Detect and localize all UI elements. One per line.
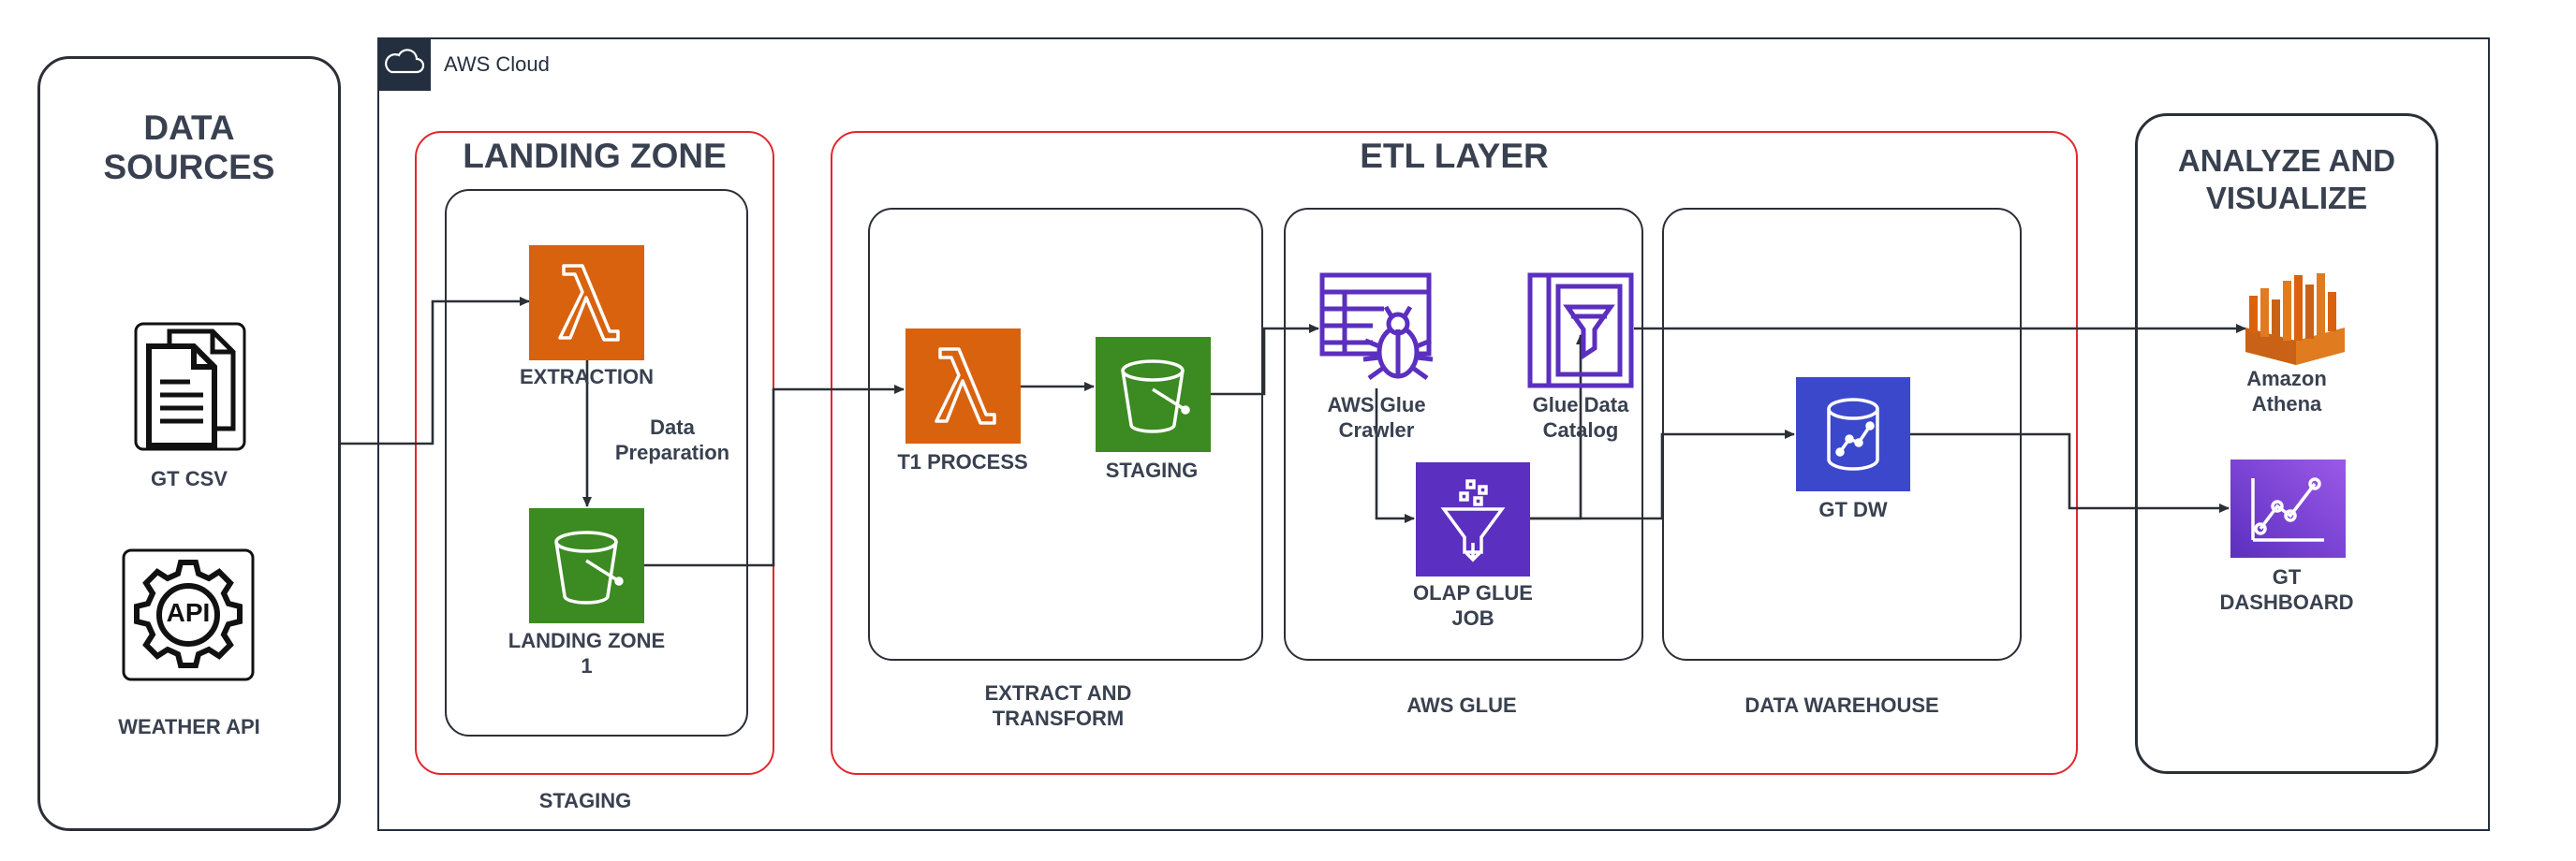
csv-file-icon [132, 320, 248, 458]
olap-glue-job-icon [1416, 462, 1530, 581]
aws-glue-box [1284, 208, 1643, 661]
gt-dashboard-icon [2230, 460, 2346, 562]
analyze-visualize-title: ANALYZE AND VISUALIZE [2135, 142, 2438, 217]
dw-to-dashboard-line [1909, 432, 2230, 513]
extract-transform-footer-line1: EXTRACT AND [984, 681, 1132, 705]
api-gear-icon [120, 547, 257, 688]
glue-crawler-line2: Crawler [1338, 418, 1415, 442]
gt-dashboard-line2: DASHBOARD [2219, 591, 2354, 614]
staging-to-crawler-line [1210, 324, 1319, 396]
gt-dashboard-line1: GT [2272, 565, 2302, 589]
gt-dashboard-label: GT DASHBOARD [2193, 564, 2380, 615]
amazon-athena-label: Amazon Athena [2193, 366, 2380, 416]
olap-glue-job-label: OLAP GLUE JOB [1389, 580, 1557, 631]
extract-transform-box [868, 208, 1263, 661]
landing-zone-title: LANDING ZONE [463, 137, 727, 175]
data-sources-title-line2: SOURCES [103, 148, 275, 186]
landing-zone-inner-box [445, 189, 748, 737]
aws-cloud-boundary [377, 37, 2490, 831]
extract-transform-footer: EXTRACT AND TRANSFORM [936, 680, 1180, 731]
glue-data-catalog-label: Glue Data Catalog [1496, 392, 1665, 443]
gt-dw-icon [1796, 377, 1910, 496]
etl-layer-group [831, 131, 2078, 775]
aws-glue-footer: AWS GLUE [1406, 693, 1517, 717]
glue-crawler-label: AWS Glue Crawler [1292, 392, 1461, 443]
api-badge-text: API [166, 598, 211, 627]
landing-staging-footer: STAGING [538, 789, 632, 812]
data-sources-panel [37, 56, 341, 831]
landing-zone-s3-bucket-icon [529, 508, 644, 628]
analyze-title-line2: VISUALIZE [2205, 181, 2368, 215]
analyze-title-line1: ANALYZE AND [2177, 143, 2396, 178]
extraction-lambda-icon [529, 245, 644, 365]
data-sources-title: DATA SOURCES [37, 109, 341, 187]
glue-data-catalog-icon [1526, 271, 1635, 394]
aws-cloud-label: AWS Cloud [444, 52, 550, 76]
data-preparation-line2: Preparation [614, 441, 730, 464]
data-sources-title-line1: DATA [143, 109, 235, 147]
crawler-to-olap-line [1375, 388, 1415, 523]
extraction-label: EXTRACTION [520, 365, 654, 388]
landing-zone-1-line2: 1 [581, 654, 593, 678]
glue-data-catalog-line2: Catalog [1542, 418, 1619, 442]
analyze-visualize-panel [2135, 113, 2438, 774]
landing-to-t1-line [644, 385, 905, 567]
extract-transform-footer-line2: TRANSFORM [992, 707, 1125, 730]
glue-crawler-icon [1318, 271, 1436, 394]
glue-crawler-line1: AWS Glue [1327, 393, 1426, 416]
olap-to-dw-line [1530, 430, 1795, 520]
gt-csv-label: GT CSV [151, 467, 228, 490]
glue-data-catalog-line1: Glue Data [1532, 393, 1629, 416]
staging-s3-bucket-icon [1096, 337, 1211, 457]
amazon-athena-line1: Amazon [2246, 367, 2327, 390]
landing-zone-1-line1: LANDING ZONE [508, 629, 666, 652]
staging-label: STAGING [1105, 459, 1199, 482]
data-preparation-label: Data Preparation [594, 415, 751, 465]
csv-to-extraction-line [341, 297, 530, 445]
data-warehouse-footer: DATA WAREHOUSE [1744, 693, 1939, 717]
etl-layer-title: ETL LAYER [1360, 137, 1549, 175]
t1-process-label: T1 PROCESS [897, 450, 1028, 474]
landing-zone-1-label: LANDING ZONE 1 [482, 628, 691, 679]
amazon-athena-line2: Athena [2251, 392, 2322, 416]
data-preparation-line1: Data [650, 416, 695, 439]
t1-process-lambda-icon [905, 328, 1021, 448]
gt-dw-label: GT DW [1818, 498, 1888, 521]
olap-glue-job-line2: JOB [1451, 606, 1494, 630]
cloud-icon [377, 37, 431, 91]
amazon-athena-icon [2236, 271, 2354, 370]
olap-glue-job-line1: OLAP GLUE [1413, 581, 1533, 605]
weather-api-label: WEATHER API [118, 715, 260, 738]
